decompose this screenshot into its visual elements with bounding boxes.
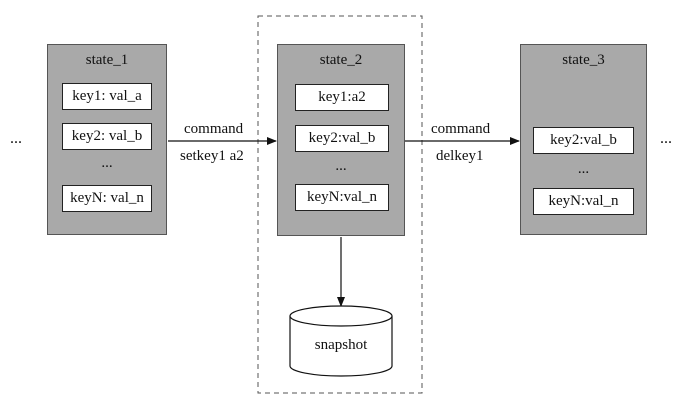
leading-ellipsis: ... <box>10 130 22 147</box>
transition-2-operation-label: delkey1 <box>436 148 484 164</box>
state-1-entry-keyN: keyN: val_n <box>62 185 152 212</box>
state-3-box: state_3 key2:val_b ... keyN:val_n <box>520 44 647 235</box>
state-1-entry-key2: key2: val_b <box>62 123 152 150</box>
trailing-ellipsis: ... <box>660 130 672 147</box>
state-2-entry-key2: key2:val_b <box>295 125 389 152</box>
state-3-ellipsis: ... <box>577 161 590 177</box>
snapshot-scope-dashed-frame <box>257 15 423 394</box>
transition-1-operation-label: setkey1 a2 <box>180 148 244 164</box>
state-2-box: state_2 key1:a2 key2:val_b ... keyN:val_… <box>277 44 405 236</box>
state-2-entry-keyN: keyN:val_n <box>295 184 389 211</box>
state-2-ellipsis: ... <box>335 158 347 174</box>
state-1-ellipsis: ... <box>101 155 113 171</box>
state-3-entry-key2: key2:val_b <box>533 127 634 154</box>
state-2-entry-key1: key1:a2 <box>295 84 389 111</box>
snapshot-label: snapshot <box>314 337 368 353</box>
state-1-box: state_1 key1: val_a key2: val_b ... keyN… <box>47 44 167 235</box>
snapshot-cylinder <box>289 305 393 377</box>
state-1-entry-key1: key1: val_a <box>62 83 152 110</box>
state-1-title: state_1 <box>85 52 129 68</box>
transition-1-command-label: command <box>184 121 244 137</box>
state-2-title: state_2 <box>319 52 363 68</box>
state-3-entry-keyN: keyN:val_n <box>533 188 634 215</box>
transition-2-command-label: command <box>431 121 491 137</box>
state-3-title: state_3 <box>562 52 605 68</box>
